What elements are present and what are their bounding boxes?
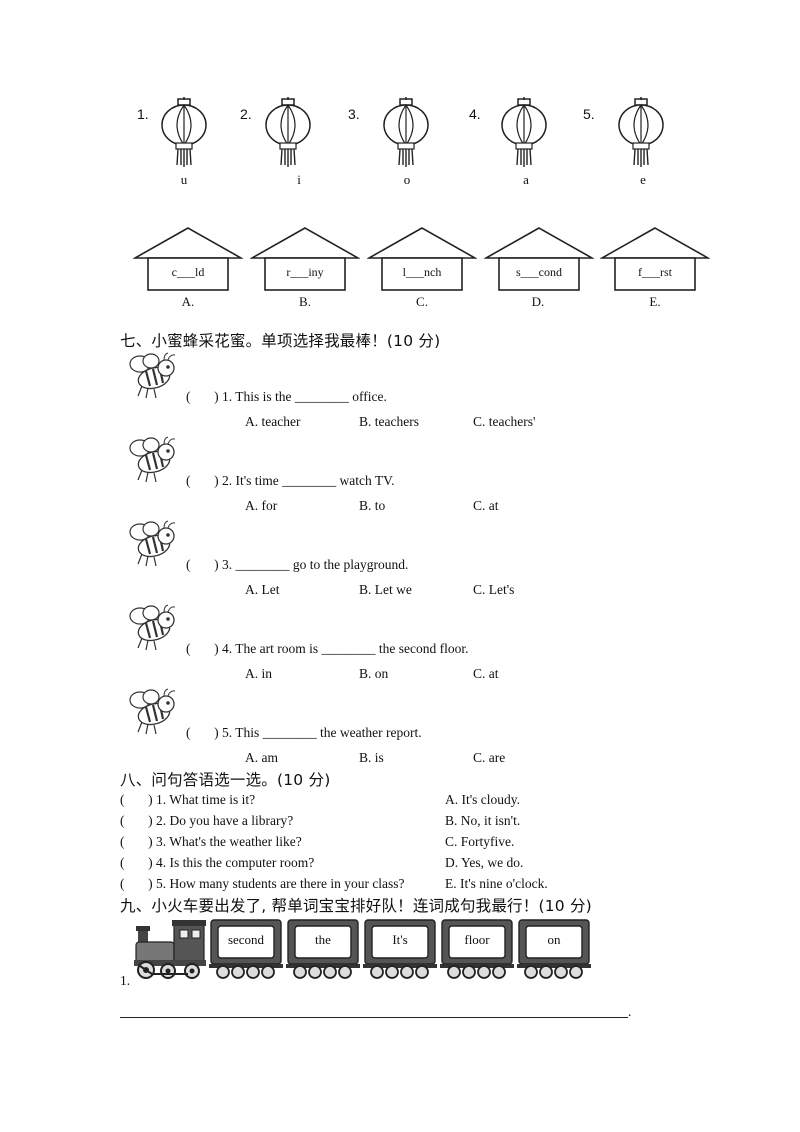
option[interactable]: B. on: [359, 666, 389, 681]
lantern-number: 1.: [137, 106, 149, 122]
house-word: r___iny: [286, 265, 324, 279]
house-label: A.: [181, 294, 195, 309]
option[interactable]: B. is: [359, 750, 384, 765]
house-icon: [484, 227, 594, 291]
option[interactable]: B. teachers: [359, 414, 419, 429]
section-9-title: 九、小火车要出发了, 帮单词宝宝排好队！连词成句我最行！(10 分): [120, 897, 592, 915]
option[interactable]: C. Let's: [473, 582, 515, 597]
train-car-word[interactable]: It's: [392, 932, 408, 947]
option[interactable]: A. Let: [245, 582, 280, 597]
option[interactable]: B. to: [359, 498, 386, 513]
train-car-word[interactable]: the: [315, 932, 331, 947]
option[interactable]: C. at: [473, 666, 499, 681]
lantern-number: 4.: [469, 106, 481, 122]
train-car-icon: [363, 919, 437, 979]
question-stem: ( ) 2. It's time ________ watch TV.: [186, 473, 395, 488]
bee-icon: [129, 436, 176, 483]
section-7-title: 七、小蜜蜂采花蜜。单项选择我最棒！(10 分): [120, 332, 441, 350]
train-car-word[interactable]: floor: [464, 932, 490, 947]
train-car-icon: [440, 919, 514, 979]
bee-icon: [129, 604, 176, 651]
train-car-icon: [286, 919, 360, 979]
match-question: ( ) 3. What's the weather like?: [120, 834, 302, 849]
option[interactable]: C. at: [473, 498, 499, 513]
bee-icon: [129, 520, 176, 567]
match-question: ( ) 1. What time is it?: [120, 792, 256, 807]
house-label: D.: [531, 294, 545, 309]
section-8-title: 八、问句答语选一选。(10 分): [120, 771, 331, 789]
match-answer: B. No, it isn't.: [445, 813, 521, 828]
option[interactable]: A. in: [245, 666, 272, 681]
bee-icon: [129, 352, 176, 399]
lantern-letter: a: [523, 172, 529, 187]
lantern-letter: e: [640, 172, 646, 187]
lantern-number: 5.: [583, 106, 595, 122]
match-question: ( ) 4. Is this the computer room?: [120, 855, 315, 870]
match-answer: D. Yes, we do.: [445, 855, 524, 870]
option[interactable]: A. for: [245, 498, 278, 513]
lantern-letter: u: [180, 172, 188, 187]
house-word: c___ld: [171, 265, 205, 279]
locomotive-icon: [134, 920, 206, 979]
option[interactable]: B. Let we: [359, 582, 412, 597]
lantern-number: 3.: [348, 106, 360, 122]
train-car-icon: [517, 919, 591, 979]
match-question: ( ) 2. Do you have a library?: [120, 813, 294, 828]
question-stem: ( ) 3. ________ go to the playground.: [186, 557, 409, 572]
house-word: s___cond: [516, 265, 562, 279]
option[interactable]: C. are: [473, 750, 506, 765]
lantern-icon: [501, 97, 547, 167]
bee-icon: [129, 688, 176, 735]
item-number: 1.: [120, 973, 131, 988]
train-car-icon: [209, 919, 283, 979]
option[interactable]: A. am: [245, 750, 278, 765]
lantern-number: 2.: [240, 106, 252, 122]
question-stem: ( ) 1. This is the ________ office.: [186, 389, 387, 404]
house-label: C.: [416, 294, 428, 309]
option[interactable]: C. teachers': [473, 414, 536, 429]
match-answer: E. It's nine o'clock.: [445, 876, 548, 891]
lantern-icon: [618, 97, 664, 167]
house-word: f___rst: [638, 265, 672, 279]
train-car-word[interactable]: second: [227, 932, 265, 947]
match-question: ( ) 5. How many students are there in yo…: [120, 876, 405, 891]
question-stem: ( ) 5. This ________ the weather report.: [186, 725, 422, 740]
option[interactable]: A. teacher: [245, 414, 301, 429]
question-stem: ( ) 4. The art room is ________ the seco…: [186, 641, 469, 656]
house-label: B.: [299, 294, 311, 309]
train-car-word[interactable]: on: [547, 932, 561, 947]
house-icon: [600, 227, 710, 291]
lantern-icon: [161, 97, 207, 167]
house-label: E.: [649, 294, 661, 309]
lantern-letter: o: [403, 172, 411, 187]
match-answer: A. It's cloudy.: [445, 792, 521, 807]
match-answer: C. Fortyfive.: [445, 834, 515, 849]
house-icon: [133, 227, 243, 291]
lantern-icon: [383, 97, 429, 167]
answer-line-period: .: [628, 1004, 632, 1019]
lantern-icon: [265, 97, 311, 167]
lantern-letter: i: [297, 172, 301, 187]
house-icon: [367, 227, 477, 291]
answer-line[interactable]: [120, 1017, 628, 1018]
house-icon: [250, 227, 360, 291]
house-word: l___nch: [402, 265, 442, 279]
